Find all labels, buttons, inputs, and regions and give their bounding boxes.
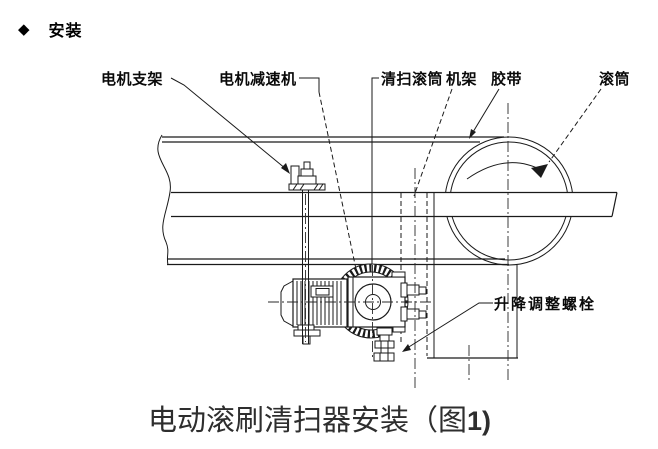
motor-foot: [297, 324, 315, 331]
label-motor-reducer: 电机减速机: [219, 70, 297, 88]
motor-terminal-box: [310, 285, 334, 298]
caption-text: 电动滚刷清扫器安装（图: [148, 405, 468, 437]
motor-support-bracket: [288, 161, 326, 344]
rotation-arrow: [466, 162, 548, 180]
part-labels: 电机支架 电机减速机 清扫滚筒 机架 胶带 滚筒 升降调整螺栓: [101, 70, 630, 313]
label-frame: 机架: [446, 70, 477, 88]
frame-stringer-beam: [171, 191, 618, 218]
label-cleaning-drum: 清扫滚筒: [381, 70, 443, 88]
label-belt: 胶带: [491, 70, 522, 88]
label-motor-bracket: 电机支架: [101, 70, 163, 88]
gear-reducer: [347, 271, 406, 333]
figure-caption: 电动滚刷清扫器安装（图1): [148, 397, 491, 439]
label-lift-adjust-bolt: 升降调整螺栓: [494, 295, 596, 313]
center-lines: [268, 103, 509, 390]
lift-adjustment-bolt: [373, 327, 395, 362]
break-line: [157, 134, 171, 266]
diamond-bullet-icon: ◆: [18, 20, 30, 38]
belt-lower-run: [167, 258, 509, 266]
mounting-bolts: [400, 282, 427, 322]
belt-upper-run: [162, 136, 504, 143]
section-title: 安装: [48, 23, 83, 40]
section-heading: ◆ 安装: [18, 17, 83, 41]
caption-figure-number: 1): [467, 406, 492, 436]
leader-lines: [170, 77, 602, 352]
motor: [280, 278, 348, 345]
label-drum: 滚筒: [599, 70, 630, 88]
mounting-frame-plate: [400, 193, 518, 359]
